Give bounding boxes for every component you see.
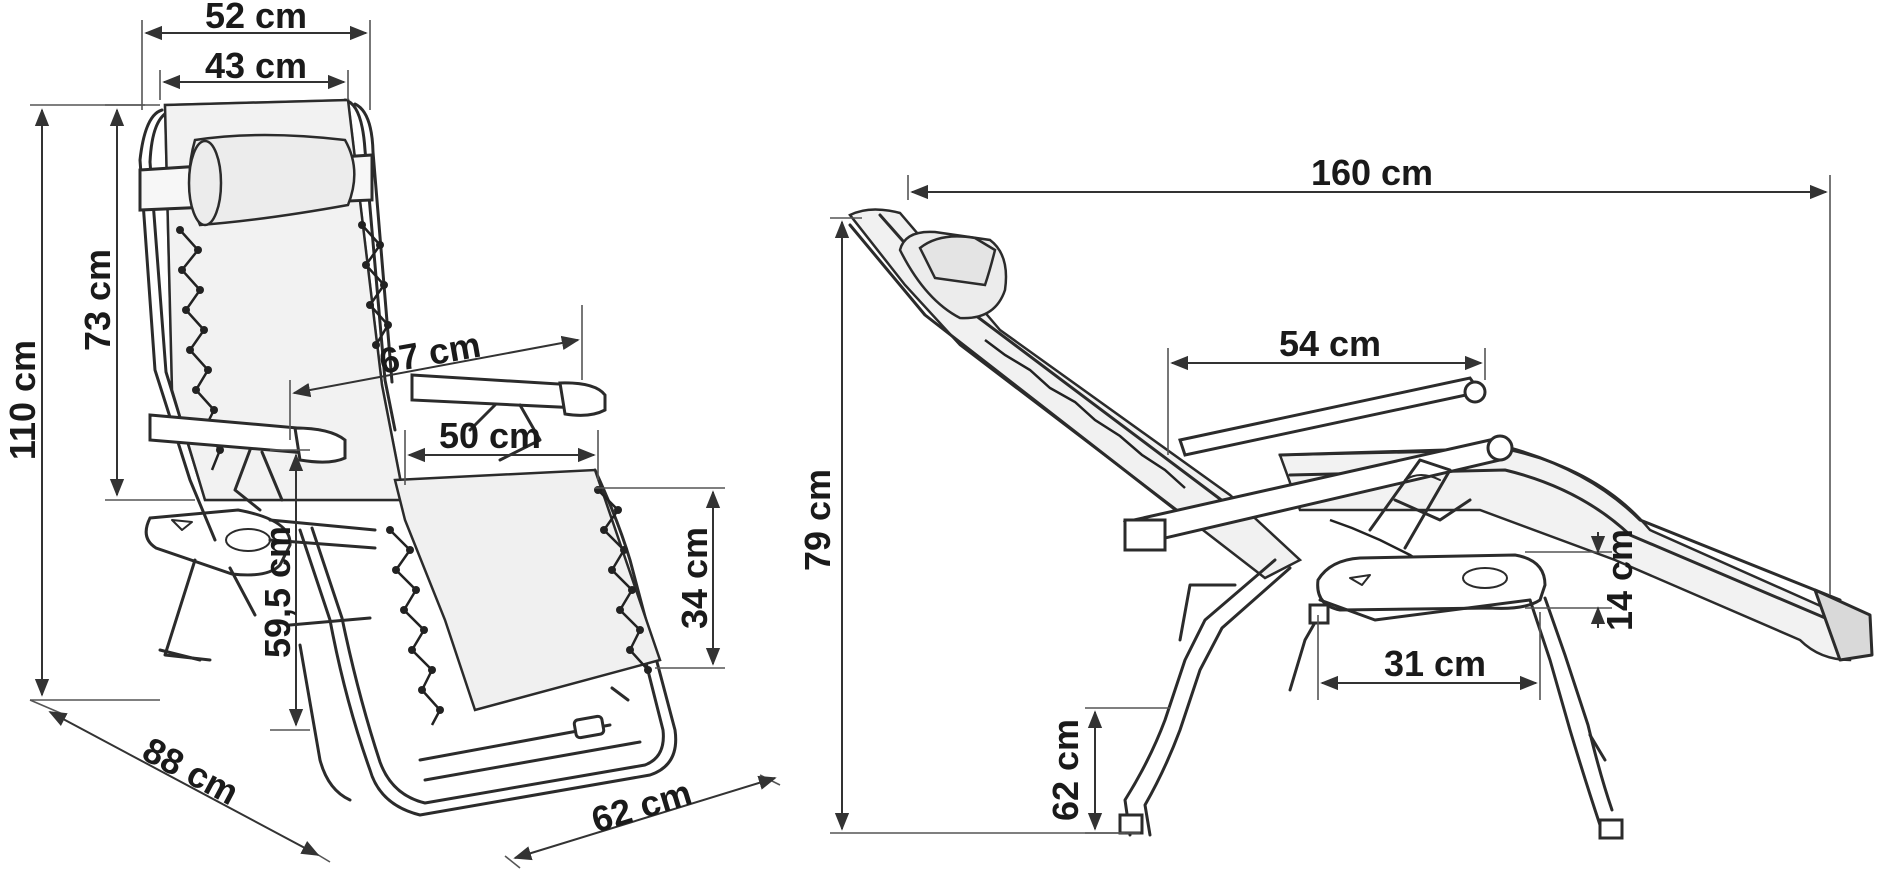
dim-31cm: 31 cm xyxy=(1384,643,1486,684)
front-view-dimensions xyxy=(29,20,781,869)
dim-88cm: 88 cm xyxy=(136,729,245,813)
dim-73cm: 73 cm xyxy=(77,249,118,351)
dim-14cm: 14 cm xyxy=(1599,529,1640,631)
dim-52cm: 52 cm xyxy=(205,0,307,36)
dim-110cm: 110 cm xyxy=(2,340,43,460)
dim-34cm: 34 cm xyxy=(674,527,715,629)
side-view-chair xyxy=(848,208,1874,840)
lacing-seat-left xyxy=(386,526,444,726)
side-armrest-upper xyxy=(1178,376,1487,457)
dim-54cm: 54 cm xyxy=(1279,323,1381,364)
dim-67cm: 67 cm xyxy=(376,324,484,382)
dimension-labels: 52 cm 43 cm 73 cm 110 cm 67 cm 50 cm 34 … xyxy=(2,0,1640,841)
dim-59-5cm: 59,5 cm xyxy=(257,526,298,658)
side-armrest-lower xyxy=(1122,434,1514,552)
armrest-left xyxy=(148,413,347,512)
dim-43cm: 43 cm xyxy=(205,45,307,86)
front-view-chair xyxy=(138,98,678,817)
dim-62cm-seat: 62 cm xyxy=(1045,719,1086,821)
side-headrest xyxy=(898,230,1008,320)
dim-50cm: 50 cm xyxy=(439,415,541,456)
dim-160cm: 160 cm xyxy=(1311,152,1433,193)
side-view-dimensions xyxy=(830,175,1831,834)
lacing-right xyxy=(358,221,392,349)
dim-79cm: 79 cm xyxy=(797,469,838,571)
headrest-pillow xyxy=(138,133,374,227)
side-tray xyxy=(1316,553,1547,612)
